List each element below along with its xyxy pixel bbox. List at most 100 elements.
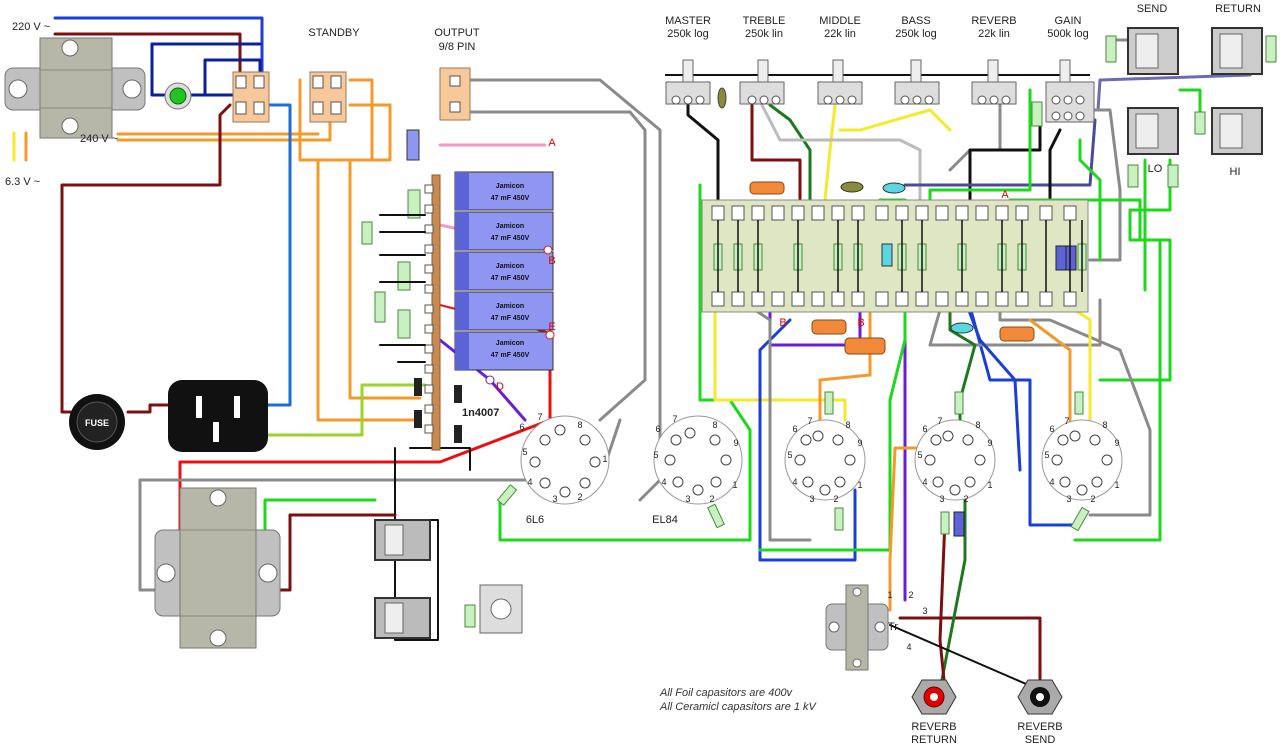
- svg-text:7: 7: [1064, 416, 1069, 426]
- reverb-transformer-label: Tr: [888, 621, 898, 633]
- coupling-cap-1: [749, 181, 785, 195]
- svg-text:2: 2: [577, 492, 582, 502]
- svg-text:1: 1: [987, 480, 992, 490]
- filter-capacitor-2: Jamicon 47 mF 450V: [454, 211, 554, 251]
- svg-text:8: 8: [577, 420, 582, 430]
- svg-text:5: 5: [653, 450, 658, 460]
- standby-switch[interactable]: [309, 71, 347, 123]
- tube-label-6l6: 6L6: [526, 514, 544, 526]
- impedance-switch[interactable]: [464, 584, 523, 634]
- jack-lo[interactable]: [1127, 107, 1179, 155]
- input-resistor-2: [1127, 164, 1139, 188]
- power-transformer-top: [4, 37, 146, 139]
- svg-text:2: 2: [963, 494, 968, 504]
- point-a-label: A: [548, 137, 556, 149]
- pot-reverb[interactable]: [971, 59, 1017, 105]
- svg-text:4: 4: [1049, 477, 1054, 487]
- point-e-label: E: [548, 321, 555, 333]
- preamp-tube-socket-3: 67 89 12 34 5: [1041, 391, 1123, 532]
- speaker-jack-1[interactable]: [374, 519, 431, 561]
- svg-text:47 mF 450V: 47 mF 450V: [491, 235, 530, 242]
- tr-pin-2: 2: [908, 590, 913, 600]
- svg-text:5: 5: [1044, 450, 1049, 460]
- svg-text:6: 6: [1049, 424, 1054, 434]
- tube-label-el84: EL84: [652, 514, 678, 526]
- output-label: OUTPUT: [434, 27, 480, 39]
- svg-text:7: 7: [937, 416, 942, 426]
- pot-reverb-value: 22k lin: [978, 28, 1010, 40]
- svg-text:Jamicon: Jamicon: [496, 223, 524, 230]
- svg-text:4: 4: [527, 477, 532, 487]
- standby-label: STANDBY: [308, 27, 360, 39]
- jack-send[interactable]: [1127, 27, 1179, 75]
- power-tube-socket-1: 67 81 23 45: [496, 412, 610, 506]
- svg-text:1: 1: [732, 480, 737, 490]
- tr-pin-1: 1: [887, 590, 892, 600]
- output-transformer: [154, 487, 281, 649]
- svg-text:3: 3: [552, 494, 557, 504]
- pot-gain-name: GAIN: [1055, 15, 1082, 27]
- reverb-transformer: [825, 584, 889, 671]
- pot-bass[interactable]: [894, 59, 940, 105]
- pot-middle-name: MIDDLE: [819, 15, 861, 27]
- svg-text:9: 9: [1114, 438, 1119, 448]
- iec-power-inlet: [168, 380, 268, 452]
- svg-text:2: 2: [709, 494, 714, 504]
- return-resistor: [1265, 35, 1277, 63]
- svg-text:1: 1: [602, 454, 607, 464]
- filter-terminal-strip: [361, 129, 462, 451]
- board-point-b2: B: [857, 317, 864, 329]
- svg-text:47 mF 450V: 47 mF 450V: [491, 195, 530, 202]
- jack-return[interactable]: [1211, 27, 1263, 75]
- svg-text:1: 1: [1114, 480, 1119, 490]
- jack-hi-label: HI: [1230, 166, 1241, 178]
- heater-voltage-label: 6.3 V ~: [5, 176, 40, 188]
- svg-text:47 mF 450V: 47 mF 450V: [491, 315, 530, 322]
- filter-capacitor-4: Jamicon 47 mF 450V: [454, 291, 554, 331]
- svg-text:9: 9: [733, 438, 738, 448]
- svg-text:6: 6: [655, 424, 660, 434]
- svg-text:Jamicon: Jamicon: [496, 340, 524, 347]
- pot-master-value: 250k log: [667, 28, 709, 40]
- rectifier-diode-label: 1n4007: [462, 407, 499, 419]
- preamp-tube-socket-1: 67 89 12 34 5: [784, 391, 866, 531]
- output-pin-label: 9/8 PIN: [439, 41, 476, 53]
- preamp-tube-socket-2: 67 89 12 34 5: [914, 391, 996, 537]
- pot-treble-name: TREBLE: [743, 15, 786, 27]
- svg-text:47 mF 450V: 47 mF 450V: [491, 275, 530, 282]
- speaker-jack-2[interactable]: [374, 597, 431, 639]
- tr-pin-3: 3: [922, 606, 927, 616]
- point-b-label: B: [548, 255, 555, 267]
- reverb-send-label-2: SEND: [1025, 734, 1056, 746]
- output-selector-switch[interactable]: [439, 67, 471, 121]
- reverb-send-jack[interactable]: [1017, 679, 1063, 715]
- svg-text:2: 2: [1090, 494, 1095, 504]
- reverb-return-jack[interactable]: [911, 679, 957, 715]
- svg-text:1: 1: [857, 480, 862, 490]
- svg-text:7: 7: [537, 412, 542, 422]
- jack-hi[interactable]: [1211, 107, 1263, 155]
- pot-master[interactable]: [665, 59, 727, 109]
- svg-text:8: 8: [975, 420, 980, 430]
- input-resistor-1: [1194, 111, 1206, 135]
- coupling-cap-3: [844, 337, 886, 355]
- svg-text:4: 4: [792, 477, 797, 487]
- pot-treble[interactable]: [739, 59, 785, 105]
- power-switch[interactable]: [232, 71, 270, 123]
- ceramic-cap-1: [840, 181, 864, 193]
- input-resistor-3: [1167, 164, 1179, 188]
- send-resistor: [1105, 35, 1117, 63]
- svg-text:Jamicon: Jamicon: [496, 263, 524, 270]
- pot-bass-value: 250k log: [895, 28, 937, 40]
- svg-text:5: 5: [522, 447, 527, 457]
- svg-text:3: 3: [939, 494, 944, 504]
- reverb-return-label-1: REVERB: [911, 721, 956, 733]
- pot-middle[interactable]: [817, 59, 863, 105]
- svg-text:5: 5: [917, 450, 922, 460]
- tr-pin-4: 4: [906, 642, 911, 652]
- svg-text:9: 9: [857, 438, 862, 448]
- svg-text:Jamicon: Jamicon: [496, 183, 524, 190]
- filter-capacitor-3: Jamicon 47 mF 450V: [454, 251, 554, 291]
- pot-gain[interactable]: [1031, 59, 1095, 127]
- note-ceramic-caps: All Ceramicl capasitors are 1 kV: [659, 701, 818, 713]
